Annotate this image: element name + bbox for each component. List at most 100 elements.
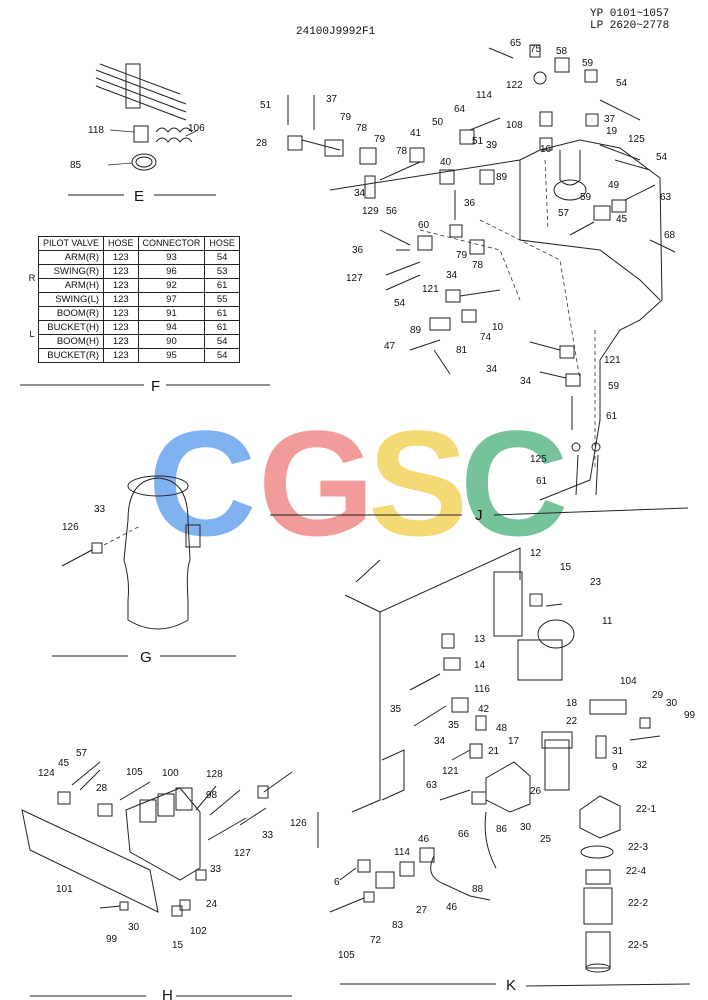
callout-label: 126 xyxy=(290,818,307,829)
callout-label: 63 xyxy=(660,192,672,203)
callout-label: 83 xyxy=(392,920,404,931)
cell-connector: 93 xyxy=(137,250,206,265)
callout-label: 27 xyxy=(416,905,428,916)
callout-label: 46 xyxy=(418,834,430,845)
section-label-f: F xyxy=(151,378,160,395)
callout-label: 114 xyxy=(476,90,492,101)
callout-label: 54 xyxy=(616,78,628,89)
table-corner xyxy=(26,237,39,251)
callout-label: 32 xyxy=(636,760,648,771)
callout-label: 17 xyxy=(508,736,520,747)
cell-hose: 123 xyxy=(103,348,139,363)
callout-label: 36 xyxy=(464,198,476,209)
callout-label: 19 xyxy=(606,126,618,137)
section-label-j: J xyxy=(475,507,483,524)
callout-label: 100 xyxy=(162,768,179,779)
callout-label: 33 xyxy=(94,504,106,515)
cell-hose: 123 xyxy=(103,334,139,349)
callout-label: 65 xyxy=(510,38,522,49)
cell-hose: 55 xyxy=(204,292,240,307)
part-number: 24100J9992F1 xyxy=(296,26,376,38)
cell-connector: 96 xyxy=(137,264,206,279)
callout-label: 10 xyxy=(492,322,504,333)
section-label-e: E xyxy=(134,188,144,205)
callout-label: 30 xyxy=(666,698,678,709)
callout-label: 46 xyxy=(446,902,458,913)
callout-label: 64 xyxy=(454,104,466,115)
callout-label: 34 xyxy=(486,364,498,375)
callout-label: 58 xyxy=(556,46,568,57)
callout-label: 14 xyxy=(474,660,486,671)
watermark-letter: C xyxy=(460,399,568,567)
cell-hose: 54 xyxy=(204,334,240,349)
section-h-drawing xyxy=(21,761,293,997)
callout-label: 16 xyxy=(540,144,552,155)
callout-label: 75 xyxy=(530,44,542,55)
callout-label: 66 xyxy=(458,829,470,840)
callout-label: 24 xyxy=(206,899,218,910)
callout-label: 35 xyxy=(390,704,402,715)
callout-label: 81 xyxy=(456,345,468,356)
cell-hose: 123 xyxy=(103,320,139,335)
callout-label: 47 xyxy=(384,341,396,352)
callout-label: 124 xyxy=(38,768,55,779)
col-header-hose: HOSE xyxy=(103,236,139,251)
callout-label: 31 xyxy=(612,746,624,757)
callout-label: 34 xyxy=(434,736,446,747)
cell-hose: 61 xyxy=(204,306,240,321)
callout-label: 51 xyxy=(472,136,484,147)
callout-label: 79 xyxy=(456,250,468,261)
watermark-letter: S xyxy=(368,399,468,567)
callout-label: 118 xyxy=(88,125,104,136)
callout-label: 126 xyxy=(62,522,79,533)
cell-pilot-valve: SWING(R) xyxy=(37,264,105,279)
cell-hose: 123 xyxy=(103,292,139,307)
callout-label: 101 xyxy=(56,884,73,895)
callout-label: 79 xyxy=(374,134,386,145)
section-label-g: G xyxy=(140,649,152,666)
watermark-letter: G xyxy=(258,399,375,567)
callout-label: 105 xyxy=(126,767,143,778)
callout-label: 68 xyxy=(664,230,676,241)
callout-label: 125 xyxy=(628,134,645,145)
callout-label: 63 xyxy=(426,780,438,791)
callout-label: 122 xyxy=(506,80,523,91)
callout-label: 45 xyxy=(58,758,70,769)
callout-label: 61 xyxy=(536,476,548,487)
table-header-row: PILOT VALVE HOSE CONNECTOR HOSE xyxy=(26,236,240,251)
cell-hose: 123 xyxy=(103,250,139,265)
cell-connector: 95 xyxy=(137,348,206,363)
watermark-letter: C xyxy=(148,399,256,567)
cell-connector: 91 xyxy=(137,306,206,321)
callout-label: 59 xyxy=(580,192,592,203)
callout-label: 54 xyxy=(656,152,668,163)
callout-label: 106 xyxy=(188,123,205,134)
section-label-h: H xyxy=(162,987,173,1000)
callout-label: 41 xyxy=(410,128,422,139)
callout-label: 89 xyxy=(410,325,422,336)
callout-label: 22-5 xyxy=(628,940,648,951)
cell-pilot-valve: ARM(H) xyxy=(37,278,105,293)
section-g-drawing xyxy=(52,475,236,657)
callout-label: 26 xyxy=(530,786,542,797)
cell-hose: 123 xyxy=(103,264,139,279)
cell-hose: 54 xyxy=(204,250,240,265)
cell-pilot-valve: BOOM(H) xyxy=(37,334,105,349)
callout-label: 105 xyxy=(338,950,355,961)
callout-label: 59 xyxy=(608,381,620,392)
table-group-label: R xyxy=(26,250,39,307)
cell-connector: 90 xyxy=(137,334,206,349)
callout-label: 42 xyxy=(478,704,490,715)
callout-label: 33 xyxy=(210,864,222,875)
callout-label: 72 xyxy=(370,935,382,946)
callout-label: 78 xyxy=(472,260,484,271)
cell-hose: 123 xyxy=(103,306,139,321)
callout-label: 57 xyxy=(76,748,88,759)
callout-label: 59 xyxy=(582,58,594,69)
callout-label: 121 xyxy=(442,766,459,777)
